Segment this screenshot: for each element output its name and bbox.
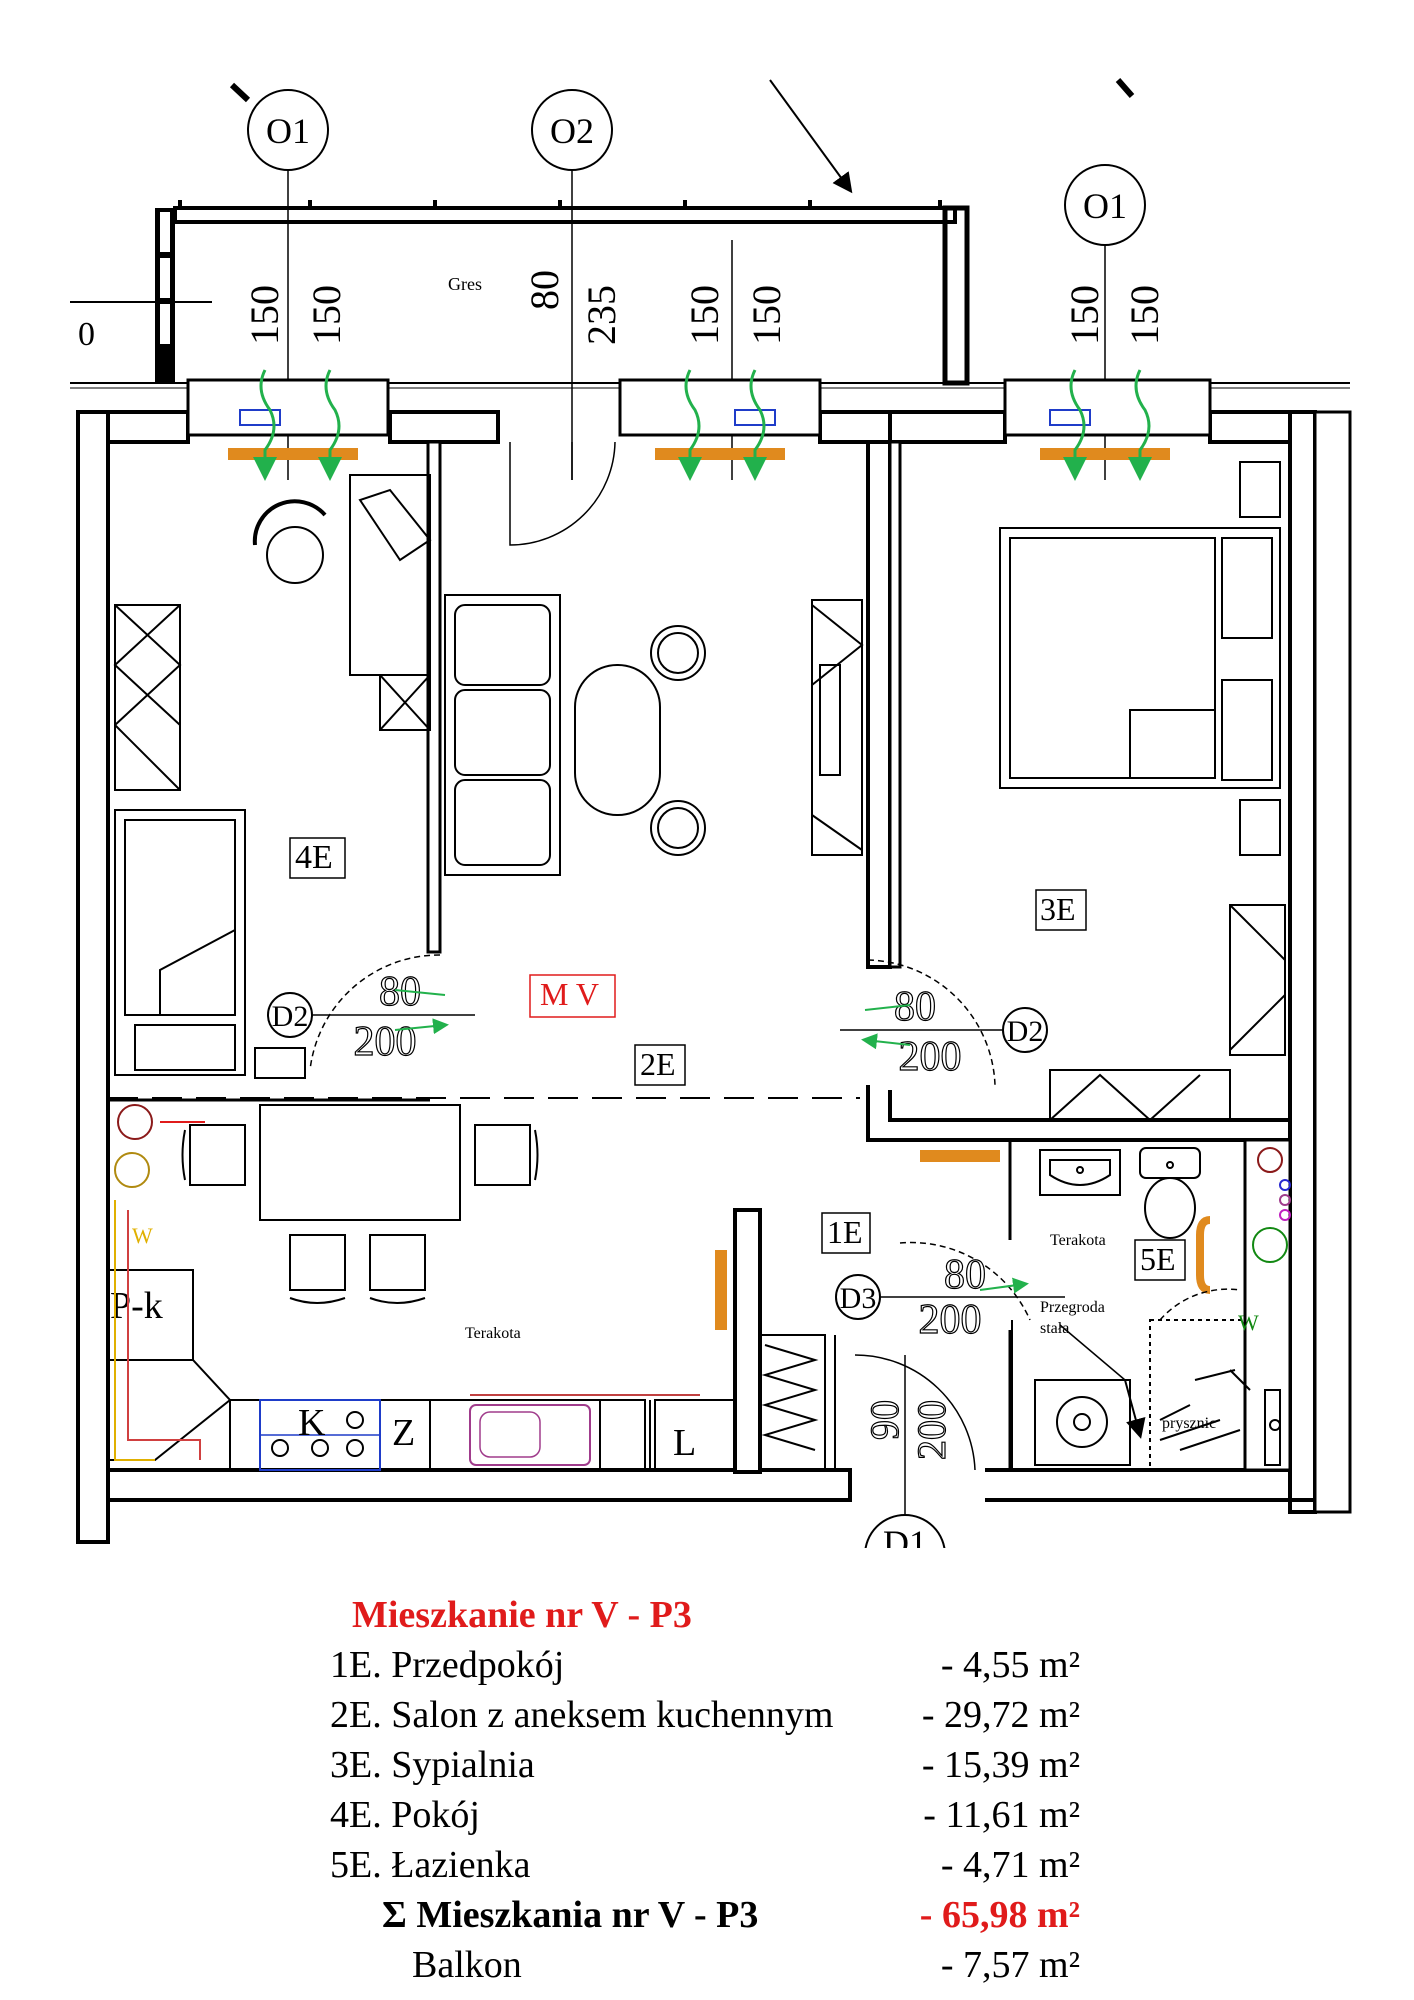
svg-text:200: 200	[899, 1034, 962, 1080]
svg-text:D2: D2	[272, 1000, 309, 1033]
boiler-fixtures	[1252, 1147, 1291, 1263]
radiator-4e	[228, 448, 358, 460]
svg-text:200: 200	[909, 1400, 954, 1460]
door-d3: D3 80 200	[835, 1241, 1065, 1344]
area-legend: Mieszkanie nr V - P3 1E. Przedpokój - 4,…	[330, 1590, 1130, 1990]
svg-text:80: 80	[944, 1252, 986, 1298]
radiator-1e	[920, 1150, 1000, 1162]
room-5e-tag: 5E	[1140, 1241, 1176, 1277]
shower-label: prysznic	[1162, 1415, 1216, 1432]
kitchen-furniture	[107, 1104, 736, 1471]
door-d2-right: D2 80 200	[840, 959, 1048, 1086]
chimney-label: P-k	[110, 1285, 163, 1327]
svg-text:150: 150	[242, 285, 287, 345]
room-area: - 29,72 m²	[921, 1694, 1080, 1736]
balcony-floor-label: Gres	[448, 274, 482, 294]
svg-text:O1: O1	[1083, 186, 1127, 226]
room-2e-tag: 2E	[640, 1046, 676, 1082]
radiator-hall	[715, 1250, 727, 1330]
room-area: - 11,61 m²	[923, 1794, 1080, 1836]
legend-title: Mieszkanie nr V - P3	[352, 1594, 692, 1636]
windows	[186, 369, 1212, 1330]
svg-text:90: 90	[862, 1400, 907, 1440]
door-d2-left: D2 80 200	[267, 954, 475, 1071]
walls	[76, 410, 1352, 1544]
floor-plan: 0 Gres O1 O2 O1 150 150 80 235 150 150 1…	[70, 78, 1352, 1560]
room-2e-furniture	[444, 594, 864, 876]
radiator-2e	[655, 448, 785, 460]
svg-text:150: 150	[304, 285, 349, 345]
room-name: 4E. Pokój	[330, 1794, 480, 1836]
room-name: 3E. Sypialnia	[330, 1744, 535, 1786]
svg-text:O2: O2	[550, 111, 594, 151]
gas-installation	[114, 1104, 700, 1461]
legend-total-row: Σ Mieszkania nr V - P3 - 65,98 m²	[330, 1890, 1130, 1940]
kitchen-z-label: Z	[392, 1412, 415, 1454]
svg-text:150: 150	[1062, 285, 1107, 345]
svg-text:235: 235	[579, 285, 624, 345]
total-area: - 65,98 m²	[919, 1894, 1080, 1936]
room-name: 1E. Przedpokój	[330, 1644, 565, 1686]
partition-label-2: stała	[1040, 1320, 1069, 1337]
room-name: 2E. Salon z aneksem kuchennym	[330, 1694, 834, 1736]
mv-label: M V	[540, 976, 599, 1012]
partition-label-1: Przegroda	[1040, 1299, 1105, 1316]
room-area: - 4,55 m²	[940, 1644, 1080, 1686]
kitchen-floor-label: Terakota	[465, 1325, 521, 1342]
svg-text:D2: D2	[1007, 1015, 1044, 1048]
svg-text:O1: O1	[266, 111, 310, 151]
balcony-edge-mark: 0	[78, 316, 95, 353]
room-area: - 15,39 m²	[921, 1744, 1080, 1786]
room-1e-tag: 1E	[827, 1214, 863, 1250]
legend-row: 2E. Salon z aneksem kuchennym - 29,72 m²	[330, 1690, 1130, 1740]
kitchen-k-label: K	[298, 1402, 326, 1444]
balcony-area: - 7,57 m²	[940, 1944, 1080, 1986]
balcony-door-swing	[509, 441, 616, 546]
section-markers: O1 O2 O1	[247, 89, 1146, 480]
svg-text:200: 200	[919, 1297, 982, 1343]
wardrobe	[759, 1334, 836, 1471]
window-dimensions: 150 150 80 235 150 150 150 150	[242, 270, 1167, 345]
balcony-name: Balkon	[412, 1944, 522, 1986]
kitchen-l-label: L	[673, 1422, 696, 1464]
legend-row: 3E. Sypialnia - 15,39 m²	[330, 1740, 1130, 1790]
svg-text:150: 150	[682, 285, 727, 345]
room-area: - 4,71 m²	[940, 1844, 1080, 1886]
legend-row: 5E. Łazienka - 4,71 m²	[330, 1840, 1130, 1890]
svg-text:150: 150	[1122, 285, 1167, 345]
vent-w-left: W	[132, 1223, 153, 1248]
svg-text:150: 150	[744, 285, 789, 345]
svg-text:D3: D3	[840, 1282, 877, 1315]
bath-floor-label: Terakota	[1050, 1232, 1106, 1249]
legend-balcony-row: Balkon - 7,57 m²	[330, 1940, 1130, 1990]
room-name: 5E. Łazienka	[330, 1844, 531, 1886]
room-3e-tag: 3E	[1040, 891, 1076, 927]
room-3e-furniture	[999, 461, 1286, 1122]
total-name: Σ Mieszkania nr V - P3	[382, 1894, 759, 1936]
door-d1: 90 200 D1	[854, 1354, 976, 1560]
room-4e-tag: 4E	[295, 839, 333, 876]
room-4e-furniture	[113, 474, 432, 1079]
legend-row: 4E. Pokój - 11,61 m²	[330, 1790, 1130, 1840]
svg-text:200: 200	[354, 1019, 417, 1065]
svg-text:80: 80	[522, 270, 567, 310]
legend-row: 1E. Przedpokój - 4,55 m²	[330, 1640, 1130, 1690]
vent-w-right: W	[1238, 1310, 1259, 1335]
radiator-3e	[1040, 448, 1170, 460]
